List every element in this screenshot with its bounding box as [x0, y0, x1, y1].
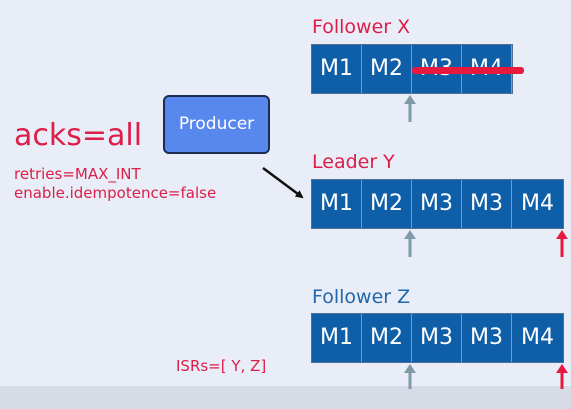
leader-y-title: Leader Y: [312, 151, 395, 173]
isrs-label: ISRs=[ Y, Z]: [176, 357, 267, 375]
message-cell: M3: [412, 180, 462, 228]
message-cell: M4: [521, 325, 554, 350]
follower-z-log: M1 M2 M3 M3 M4: [311, 313, 564, 363]
idempotence-setting: enable.idempotence=false: [14, 184, 217, 202]
message-cell: M2: [362, 314, 412, 362]
follower-x-log: M1 M2 M3 M4: [311, 44, 524, 94]
producer-to-leader-arrow: [262, 166, 304, 199]
message-cell: M3: [412, 314, 462, 362]
follower-x-title: Follower X: [312, 16, 411, 38]
strikethrough-line: [412, 67, 524, 74]
message-cell: M3: [462, 180, 512, 228]
retries-setting: retries=MAX_INT: [14, 165, 141, 183]
message-cell: M1: [312, 314, 362, 362]
log-end-marker-icon: [556, 230, 568, 257]
message-cell: M2: [362, 180, 412, 228]
high-watermark-marker-icon: [404, 95, 416, 122]
producer-box: Producer: [163, 95, 270, 154]
high-watermark-marker-icon: [404, 364, 416, 389]
message-cell: M2: [362, 45, 412, 93]
acks-setting: acks=all: [14, 118, 143, 153]
bottom-band: [0, 386, 571, 409]
message-cell: M3: [462, 314, 512, 362]
message-cell: M4: [521, 191, 554, 216]
message-cell: M1: [312, 45, 362, 93]
leader-y-log: M1 M2 M3 M3 M4: [311, 179, 564, 229]
follower-z-title: Follower Z: [312, 286, 411, 308]
message-cell: M1: [312, 180, 362, 228]
high-watermark-marker-icon: [404, 230, 416, 257]
log-end-marker-icon: [556, 364, 568, 389]
